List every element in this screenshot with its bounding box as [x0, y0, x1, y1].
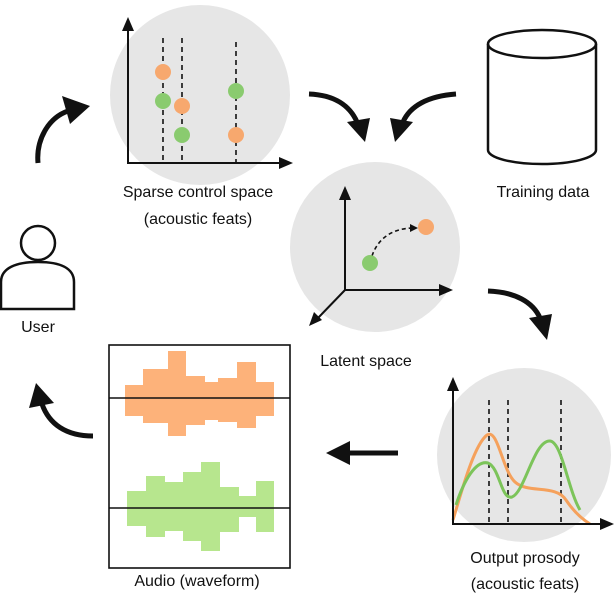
prosody-bg-circle — [437, 368, 611, 542]
arrow-audio-to-user — [39, 403, 94, 439]
latent-space-label: Latent space — [320, 353, 412, 370]
latent-point-green — [362, 255, 378, 271]
output-prosody — [437, 368, 614, 542]
sparse-point-orange-2 — [174, 98, 190, 114]
sparse-point-orange-1 — [155, 64, 171, 80]
arrow-user-to-sparse — [35, 108, 69, 164]
sparse-y-arrowhead — [122, 17, 134, 31]
sparse-point-green-1 — [155, 93, 171, 109]
arrow-latent-to-prosody — [487, 288, 543, 320]
arrow-audio-to-user-head — [29, 383, 54, 408]
arrow-latent-to-prosody-head — [529, 314, 552, 340]
audio-waveform — [108, 344, 291, 569]
sparse-x-arrowhead — [279, 157, 293, 169]
latent-bg-circle — [290, 162, 460, 332]
prosody-curve-orange — [451, 432, 591, 526]
latent-trajectory-arrow — [371, 224, 418, 257]
arrow-training-to-latent-head — [390, 118, 413, 142]
prosody-y-arrowhead — [447, 377, 459, 391]
arrow-user-to-sparse-head — [62, 96, 90, 124]
training-data-label: Training data — [497, 184, 590, 201]
prosody-label-line1: Output prosody — [470, 550, 579, 567]
prosody-curve-green — [454, 439, 582, 511]
latent-space — [290, 162, 460, 332]
waveform-orange — [125, 351, 274, 436]
sparse-axes — [127, 26, 285, 164]
sparse-control-space — [110, 5, 293, 185]
waveform-baselines — [109, 397, 290, 509]
sparse-point-orange-3 — [228, 127, 244, 143]
flow-arrows — [29, 91, 552, 465]
arrow-training-to-latent — [400, 91, 457, 124]
latent-x-arrowhead — [439, 284, 453, 296]
database-cylinder-icon — [486, 28, 598, 166]
prosody-x-arrowhead — [600, 518, 614, 530]
person-icon — [0, 224, 76, 311]
prosody-axes — [452, 386, 605, 525]
waveform-green — [127, 462, 274, 551]
audio-label: Audio (waveform) — [134, 573, 259, 590]
arrow-sparse-to-latent-head — [347, 118, 370, 142]
sparse-label-line2: (acoustic feats) — [144, 211, 252, 228]
sparse-point-green-3 — [228, 83, 244, 99]
latent-point-orange — [418, 219, 434, 235]
latent-y-arrowhead — [339, 186, 351, 200]
arrow-sparse-to-latent — [308, 91, 360, 124]
user-label: User — [21, 319, 55, 336]
sparse-label-line1: Sparse control space — [123, 184, 273, 201]
latent-axes — [317, 196, 443, 319]
prosody-dashed-lines — [488, 400, 562, 524]
prosody-label-line2: (acoustic feats) — [471, 576, 579, 593]
arrow-prosody-to-audio-head — [326, 441, 350, 465]
latent-z-arrowhead — [309, 312, 322, 326]
sparse-point-green-2 — [174, 127, 190, 143]
sparse-bg-circle — [110, 5, 290, 185]
